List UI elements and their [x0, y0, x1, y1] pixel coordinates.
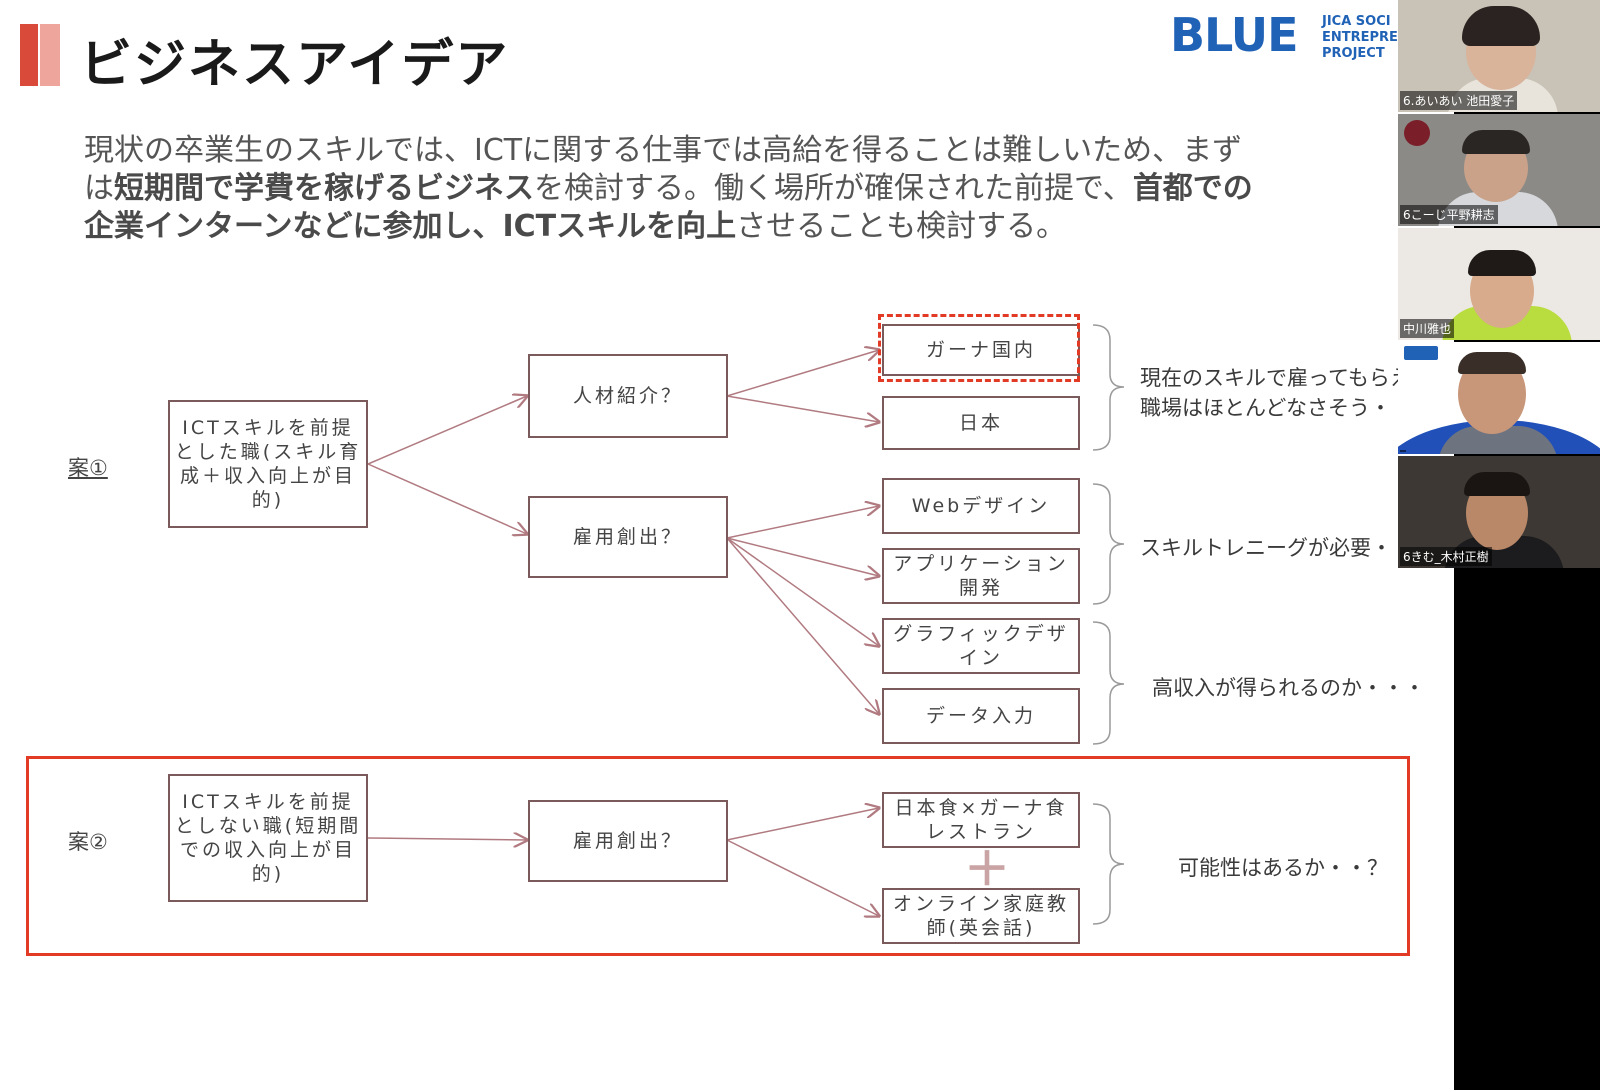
- leaf-app-dev: アプリケーション開発: [882, 548, 1080, 604]
- title-accent-bar-light: [40, 24, 60, 86]
- plan2-label: 案②: [68, 830, 108, 854]
- leaf-graphic-design: グラフィックデザイン: [882, 618, 1080, 674]
- plan1-root-box: ICTスキルを前提とした職(スキル育成＋収入向上が目的): [168, 400, 368, 528]
- plan2-root-box: ICTスキルを前提としない職(短期間での収入向上が目的): [168, 774, 368, 902]
- title-accent-bar: [20, 24, 38, 86]
- participant-tile[interactable]: 中川雅也: [1398, 228, 1600, 340]
- participant-name: 中川雅也: [1400, 319, 1455, 338]
- leaf-data-entry: データ入力: [882, 688, 1080, 744]
- participant-name: 6きむ_木村正樹: [1400, 547, 1492, 566]
- plan1-mid-hr-referral: 人材紹介？: [528, 354, 728, 438]
- note-skill-training: スキルトレニーグが必要・・: [1140, 536, 1413, 560]
- participant-tile[interactable]: 6こーじ平野耕志: [1398, 114, 1600, 226]
- plus-icon: ＋: [964, 842, 1010, 896]
- highlight-dashed-box: [878, 314, 1080, 382]
- intro-text: 現状の卒業生のスキルでは、ICTに関する仕事では高給を得ることは難しいため、まず…: [84, 133, 1253, 244]
- leaf-japan: 日本: [882, 396, 1080, 450]
- logo-word: BLUE: [1170, 8, 1299, 62]
- slide-title: ビジネスアイデア: [80, 35, 510, 95]
- participant-tile[interactable]: [1398, 342, 1600, 454]
- diagram-connectors: [367, 324, 1125, 925]
- leaf-restaurant: 日本食×ガーナ食レストラン: [882, 792, 1080, 848]
- participant-tile[interactable]: 6きむ_木村正樹: [1398, 456, 1600, 568]
- logo-subtitle: JICA SOCI ENTREPRE PROJECT: [1322, 14, 1398, 61]
- blue-logo: BLUE JICA SOCI ENTREPRE PROJECT: [1170, 8, 1400, 62]
- leaf-online-tutor: オンライン家庭教師(英会話): [882, 888, 1080, 944]
- plan1-mid-job-creation: 雇用創出？: [528, 496, 728, 578]
- presentation-slide: ビジネスアイデア BLUE JICA SOCI ENTREPRE PROJECT…: [20, 8, 1454, 956]
- participant-name: 6こーじ平野耕志: [1400, 205, 1498, 224]
- participant-name: [1400, 450, 1406, 452]
- plan2-highlight-frame: [26, 756, 1410, 956]
- leaf-web-design: Webデザイン: [882, 478, 1080, 534]
- plan1-label: 案①: [68, 456, 108, 480]
- note-possibility: 可能性はあるか・・？: [1178, 856, 1388, 880]
- participant-name: 6.あいあい 池田愛子: [1400, 91, 1518, 110]
- leaf-ghana-domestic: ガーナ国内: [882, 324, 1080, 376]
- note-high-income: 高収入が得られるのか・・・: [1152, 676, 1425, 700]
- participant-tile[interactable]: 6.あいあい 池田愛子: [1398, 0, 1600, 112]
- plan2-mid-job-creation: 雇用創出？: [528, 800, 728, 882]
